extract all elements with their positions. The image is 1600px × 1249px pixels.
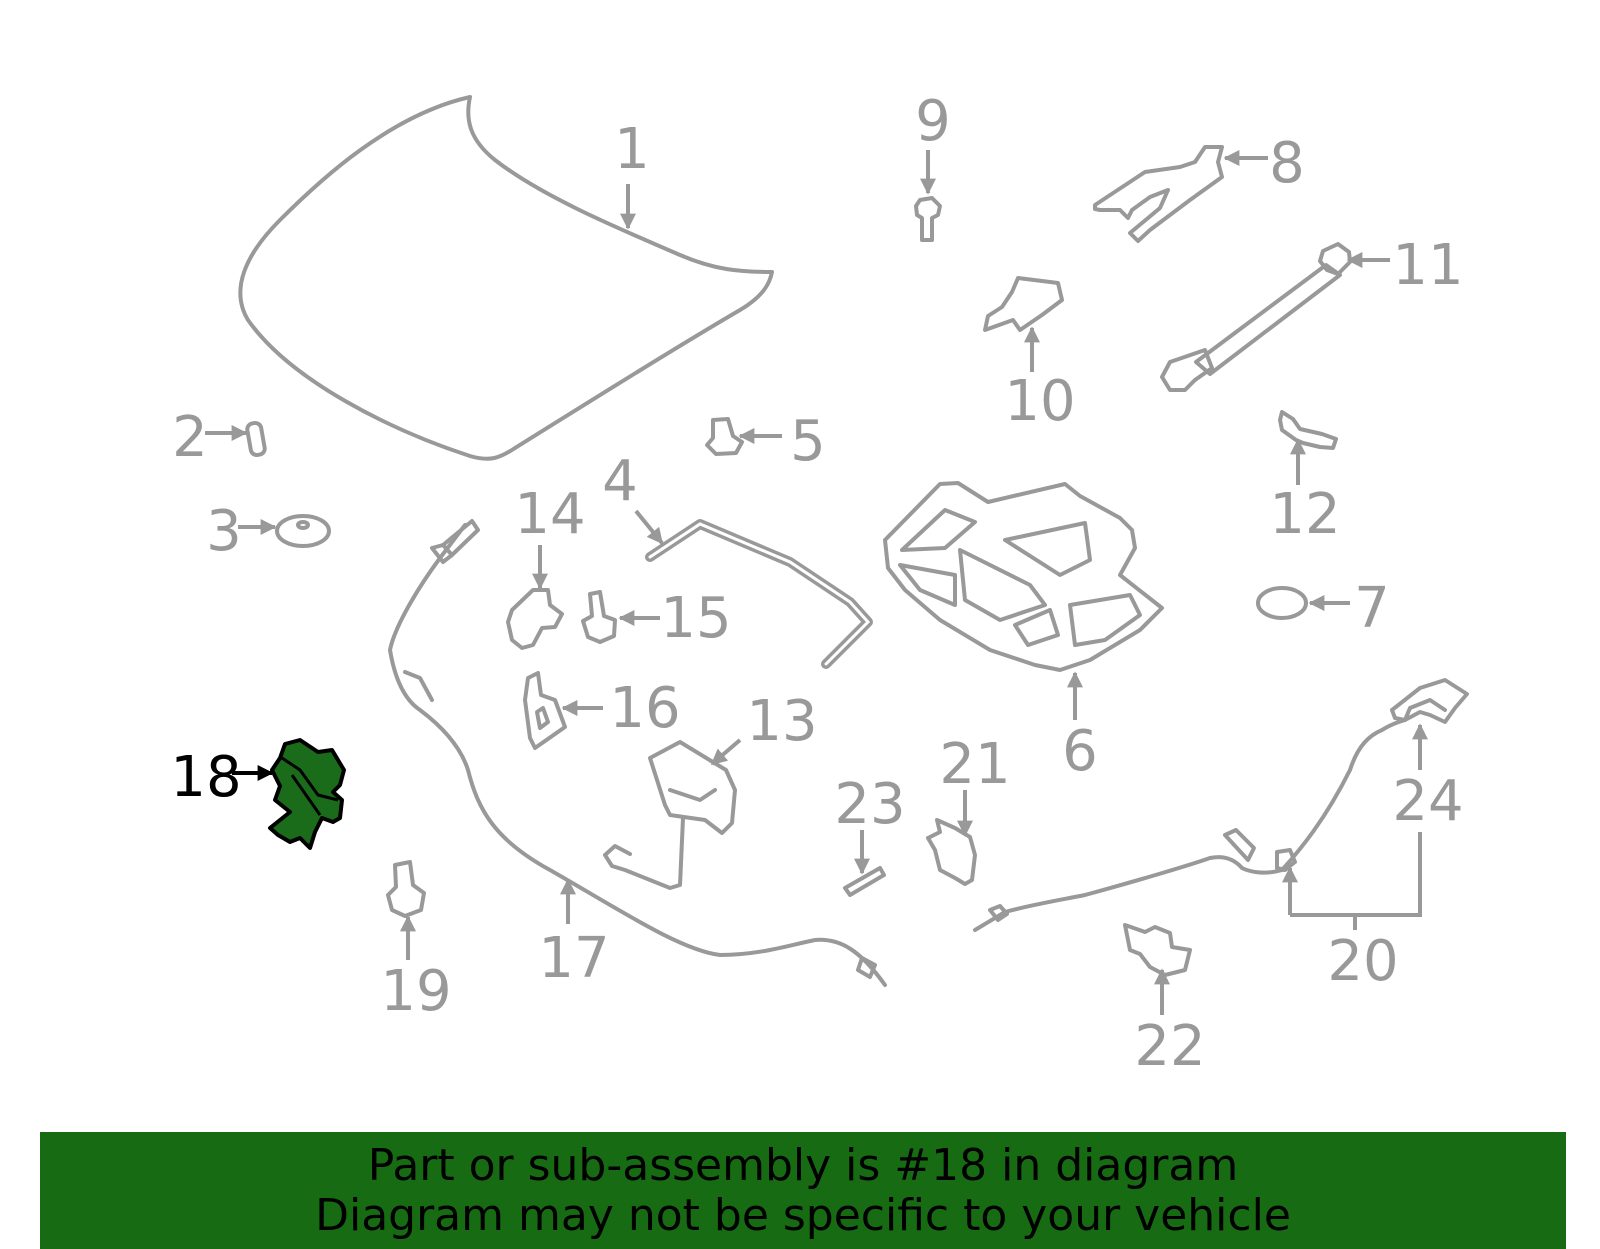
part-22-clip[interactable]	[1123, 923, 1192, 977]
callout-9: 9	[915, 89, 951, 154]
part-19-bolt[interactable]	[386, 860, 426, 918]
callout-23: 23	[834, 772, 905, 837]
callout-11: 11	[1392, 233, 1463, 298]
part-20-cable[interactable]	[973, 718, 1407, 932]
banner-line-1: Part or sub-assembly is #18 in diagram	[367, 1139, 1239, 1191]
part-18-latch[interactable]	[268, 738, 346, 850]
banner-line-2: Diagram may not be specific to your vehi…	[315, 1189, 1291, 1241]
part-21-retainer[interactable]	[926, 818, 977, 886]
callout-12: 12	[1269, 482, 1340, 547]
part-5-clip[interactable]	[705, 417, 744, 456]
callout-2: 2	[172, 405, 208, 470]
part-8-hinge[interactable]	[1093, 145, 1224, 243]
callout-5: 5	[790, 409, 826, 474]
callout-15: 15	[660, 586, 731, 651]
part-15-bolt[interactable]	[581, 590, 617, 644]
callout-22: 22	[1134, 1014, 1205, 1079]
callout-6: 6	[1062, 719, 1098, 784]
callout-17: 17	[538, 926, 609, 991]
callout-20: 20	[1327, 929, 1398, 994]
bracket-20	[1290, 832, 1422, 930]
callout-24: 24	[1392, 769, 1463, 834]
part-14-bracket[interactable]	[506, 588, 564, 650]
part-1-hood[interactable]	[238, 95, 774, 461]
part-12-switch[interactable]	[1278, 410, 1338, 450]
part-4-seal[interactable]	[645, 519, 873, 669]
arrow-4	[634, 509, 664, 545]
part-17-release-cable[interactable]	[388, 519, 887, 987]
part-9-bolt[interactable]	[914, 196, 942, 242]
callout-7: 7	[1354, 576, 1390, 641]
part-7-grommet[interactable]	[1256, 586, 1308, 620]
callout-13: 13	[746, 689, 817, 754]
callout-21: 21	[939, 732, 1010, 797]
info-banner: Part or sub-assembly is #18 in diagram D…	[40, 1132, 1566, 1249]
callout-18: 18	[170, 745, 241, 810]
part-6-insulator[interactable]	[883, 481, 1164, 672]
part-16-guide[interactable]	[523, 671, 567, 750]
callout-8: 8	[1269, 131, 1305, 196]
callout-4: 4	[602, 449, 638, 514]
callout-1: 1	[614, 117, 650, 182]
callout-14: 14	[514, 482, 585, 547]
callout-19: 19	[380, 959, 451, 1024]
part-11-strut[interactable]	[1160, 242, 1352, 392]
part-13-release-handle[interactable]	[603, 740, 737, 890]
part-2-pin[interactable]	[245, 420, 267, 458]
callout-10: 10	[1004, 369, 1075, 434]
part-3-bumper[interactable]	[275, 514, 331, 548]
part-24-handle[interactable]	[1390, 678, 1469, 724]
callout-16: 16	[609, 676, 680, 741]
part-10-bracket[interactable]	[983, 276, 1064, 332]
part-23-clip[interactable]	[843, 866, 886, 897]
callout-3: 3	[206, 499, 242, 564]
arrow-13	[710, 738, 742, 766]
